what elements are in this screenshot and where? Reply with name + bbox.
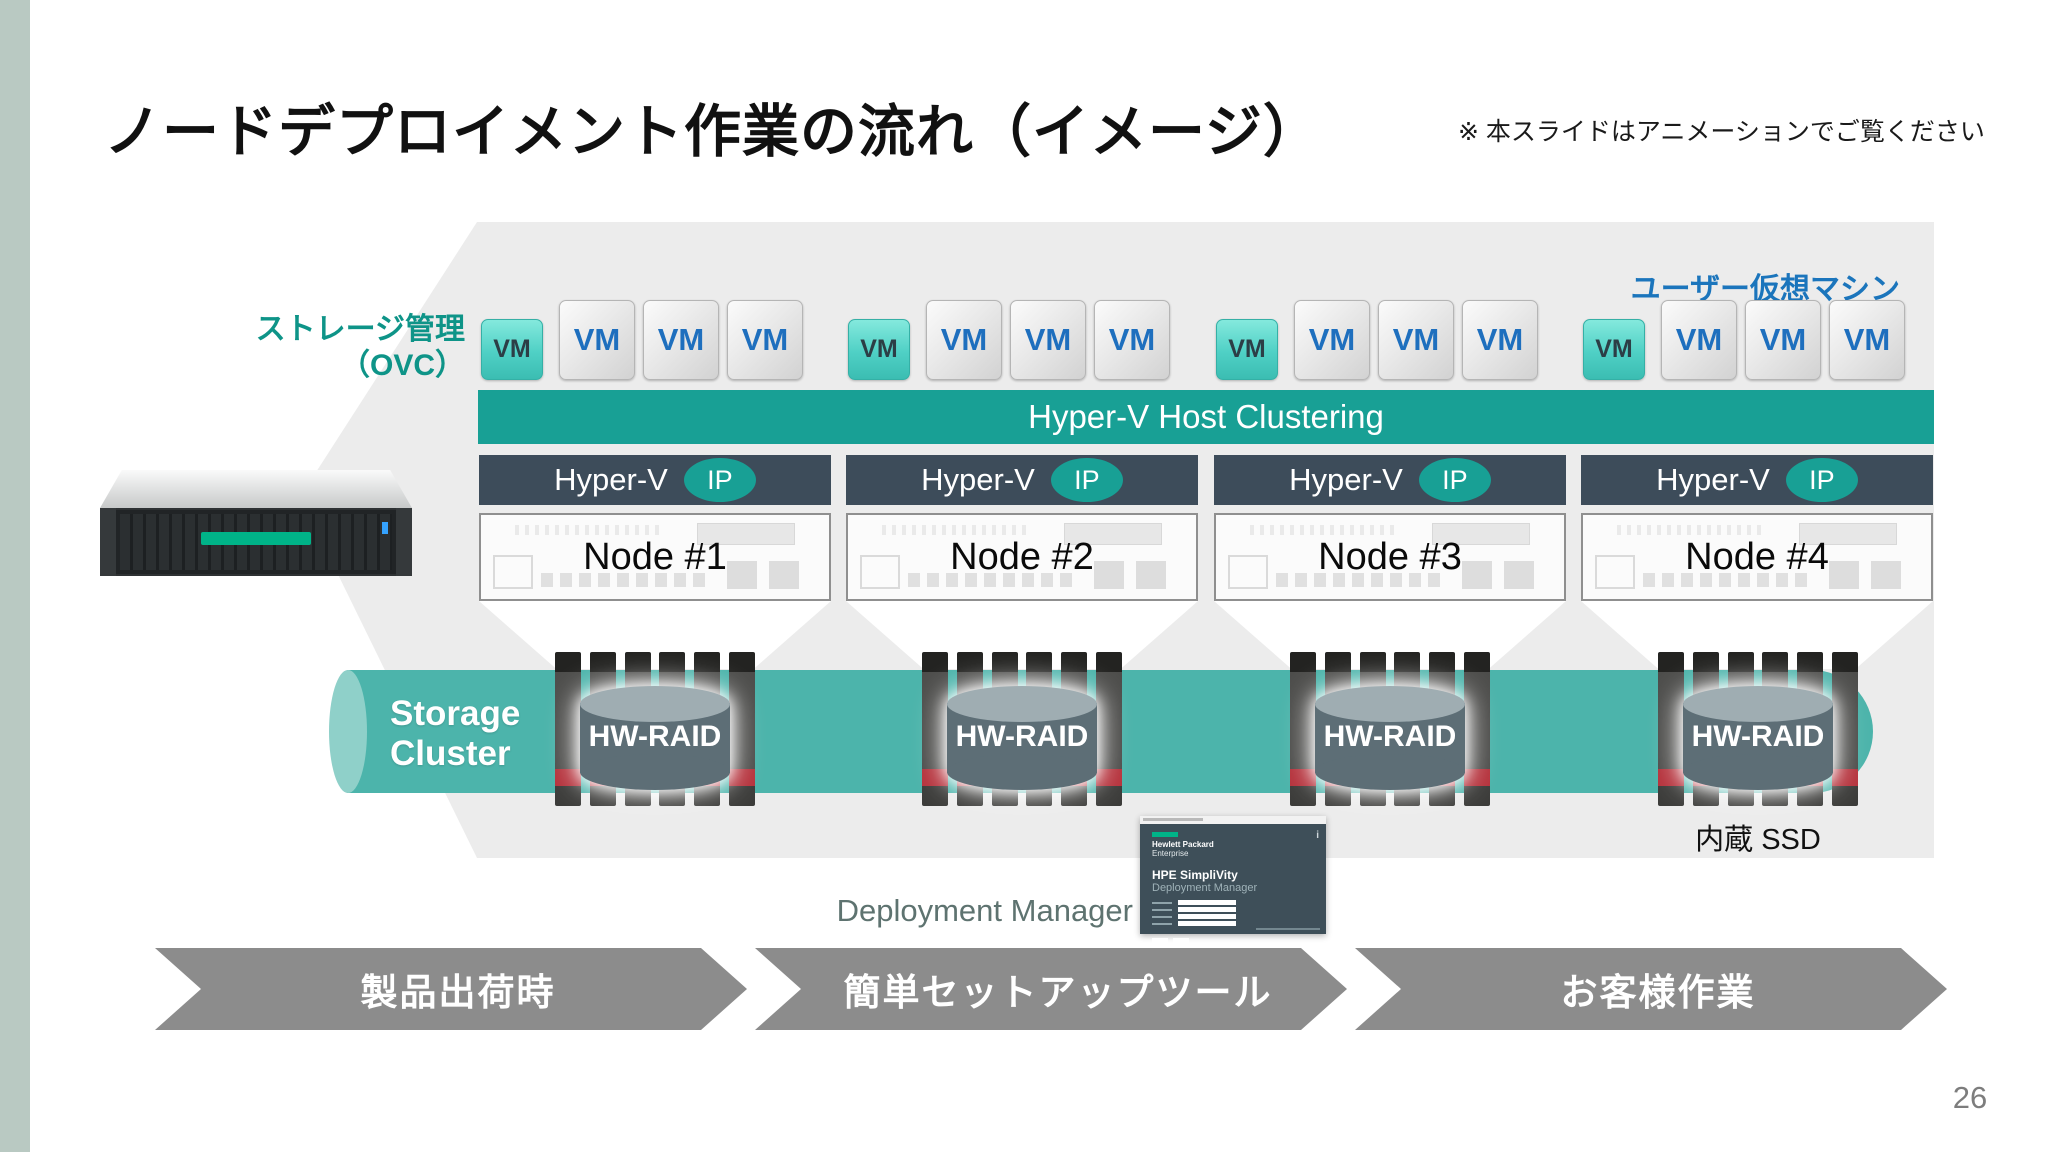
server-rack-ear-left [100,508,116,576]
window-titlebar [1140,816,1326,824]
storage-mgmt-line2: （OVC） [339,349,465,382]
ip-badge: IP [1050,458,1123,502]
page-title: ノードデプロイメント作業の流れ（イメージ） [104,100,1321,164]
node-name: Node #1 [583,535,727,578]
node4-user-vm: VM [1745,300,1821,380]
node2-ovc-vm: VM [848,319,910,380]
node2-hw-raid-cylinder: HW-RAID [947,686,1097,790]
node4-user-vm: VM [1661,300,1737,380]
node4-hyperv-bar: Hyper-V IP [1581,455,1933,505]
node4-hw-raid-cylinder: HW-RAID [1683,686,1833,790]
hw-raid-label: HW-RAID [1691,720,1825,753]
node2-user-vm: VM [1010,300,1086,380]
process-step-2: 簡単セットアップツール [755,948,1347,1030]
node4-ovc-vm: VM [1583,319,1645,380]
hyperv-label: Hyper-V [554,462,668,497]
storage-cluster-line1: Storage [390,694,521,733]
server-image [100,470,412,592]
hw-raid-label: HW-RAID [1323,720,1457,753]
node3-box: Node #3 [1214,513,1566,601]
node1-box: Node #1 [479,513,831,601]
node1-user-vm: VM [559,300,635,380]
storage-cluster-label: Storage Cluster [390,694,520,774]
node3-user-vm: VM [1462,300,1538,380]
server-top-face [100,470,412,508]
node-name: Node #4 [1685,535,1829,578]
login-form [1152,900,1262,948]
node4-user-vm: VM [1829,300,1905,380]
hyperv-label: Hyper-V [1289,462,1403,497]
node1-hyperv-bar: Hyper-V IP [479,455,831,505]
process-step-3: お客様作業 [1355,948,1947,1030]
node-name: Node #2 [950,535,1094,578]
window-footer-text [1256,928,1320,930]
node3-hw-raid-cylinder: HW-RAID [1315,686,1465,790]
hw-raid-label: HW-RAID [588,720,722,753]
hyperv-label: Hyper-V [1656,462,1770,497]
ip-badge: IP [1785,458,1858,502]
node-name: Node #3 [1318,535,1462,578]
node1-user-vm: VM [727,300,803,380]
node1-hw-raid-cylinder: HW-RAID [580,686,730,790]
node2-box: Node #2 [846,513,1198,601]
node3-ovc-vm: VM [1216,319,1278,380]
window-button [1152,938,1168,943]
server-rack-ear-right [396,508,412,576]
hpe-logo-icon [1152,832,1178,837]
node2-user-vm: VM [1094,300,1170,380]
window-button [1173,938,1189,943]
brand-line2: Enterprise [1152,849,1189,858]
page-number: 26 [1952,1080,1988,1115]
hyperv-label: Hyper-V [921,462,1035,497]
product-subtitle: Deployment Manager [1152,882,1258,894]
ip-badge: IP [1418,458,1491,502]
brand-line1: Hewlett Packard [1152,840,1214,849]
deployment-manager-label: Deployment Manager [836,893,1133,928]
left-accent-bar [0,0,30,1152]
server-rear-image [1587,519,1927,595]
info-icon: i [1316,830,1319,841]
ip-badge: IP [683,458,756,502]
node1-user-vm: VM [643,300,719,380]
node3-user-vm: VM [1294,300,1370,380]
node3-user-vm: VM [1378,300,1454,380]
storage-cluster-line2: Cluster [390,734,511,773]
process-step-1: 製品出荷時 [155,948,747,1030]
server-rear-image [852,519,1192,595]
deployment-manager-window: i Hewlett Packard Enterprise HPE SimpliV… [1140,816,1326,943]
animation-note: ※ 本スライドはアニメーションでご覧ください [1458,118,1985,146]
hpe-green-bar-icon [201,532,311,545]
server-led-icon [382,522,388,534]
storage-mgmt-line1: ストレージ管理 [255,313,465,346]
server-rear-image [1220,519,1560,595]
storage-mgmt-label: ストレージ管理 （OVC） [215,312,465,384]
server-rear-image [485,519,825,595]
hw-raid-label: HW-RAID [955,720,1089,753]
storage-cluster-pipe-cap [329,670,367,793]
node1-ovc-vm: VM [481,319,543,380]
node3-hyperv-bar: Hyper-V IP [1214,455,1566,505]
node4-box: Node #4 [1581,513,1933,601]
node2-user-vm: VM [926,300,1002,380]
internal-ssd-label: 内蔵 SSD [1695,824,1821,856]
hyperv-host-clustering-bar: Hyper-V Host Clustering [478,390,1934,444]
product-name: HPE SimpliVity [1152,868,1238,882]
node2-hyperv-bar: Hyper-V IP [846,455,1198,505]
